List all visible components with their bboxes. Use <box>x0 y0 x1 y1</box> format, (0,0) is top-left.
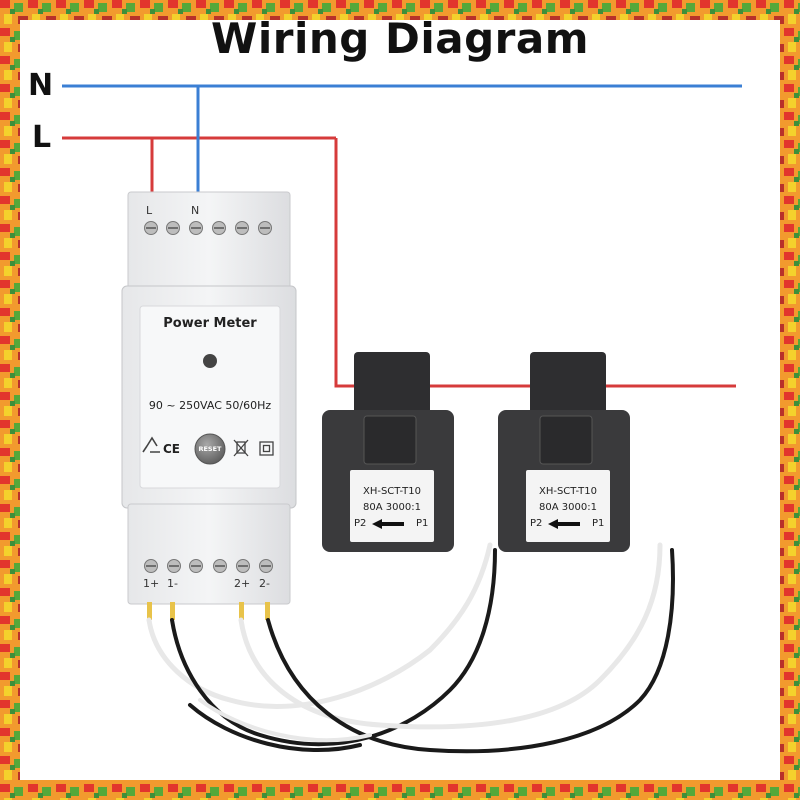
terminal-label-1-minus: 1- <box>167 577 178 590</box>
sensor-1-model: XH-SCT-T10 <box>362 486 422 497</box>
current-sensor-1 <box>322 352 454 552</box>
terminal-label-n: N <box>191 204 200 217</box>
reset-button[interactable] <box>194 433 226 465</box>
terminal-label-2-plus: 2+ <box>234 577 251 590</box>
terminal-label-l: L <box>146 204 153 217</box>
sensor-1-p1: P1 <box>416 518 429 529</box>
terminal-label-2-minus: 2- <box>259 577 270 590</box>
recycle-icon <box>142 436 160 453</box>
ce-mark: CE <box>163 442 181 456</box>
sensor-1-p2: P2 <box>354 518 367 529</box>
double-insulation-icon <box>259 441 274 456</box>
weee-bin-icon <box>233 439 249 457</box>
arrow-left-icon <box>548 519 580 529</box>
page-title: Wiring Diagram <box>211 14 589 63</box>
sensor-cables <box>146 542 675 754</box>
sensor-2-p2: P2 <box>530 518 543 529</box>
neutral-line-label: N <box>28 68 54 103</box>
meter-name: Power Meter <box>163 316 257 331</box>
sensor-2-rating: 80A 3000:1 <box>539 502 597 513</box>
indicator-led <box>203 354 217 368</box>
sensor-2-p1: P1 <box>592 518 605 529</box>
sensor-1-rating: 80A 3000:1 <box>363 502 421 513</box>
meter-spec: 90 ~ 250VAC 50/60Hz <box>148 399 272 412</box>
power-meter <box>121 191 297 605</box>
terminal-label-1-plus: 1+ <box>143 577 160 590</box>
sensor-2-model: XH-SCT-T10 <box>538 486 598 497</box>
live-line-label: L <box>32 120 52 155</box>
arrow-left-icon <box>372 519 404 529</box>
bottom-terminal-block <box>144 559 273 573</box>
top-terminal-block <box>144 221 272 235</box>
current-sensor-2 <box>498 352 630 552</box>
reset-button-label: RESET <box>198 445 222 453</box>
